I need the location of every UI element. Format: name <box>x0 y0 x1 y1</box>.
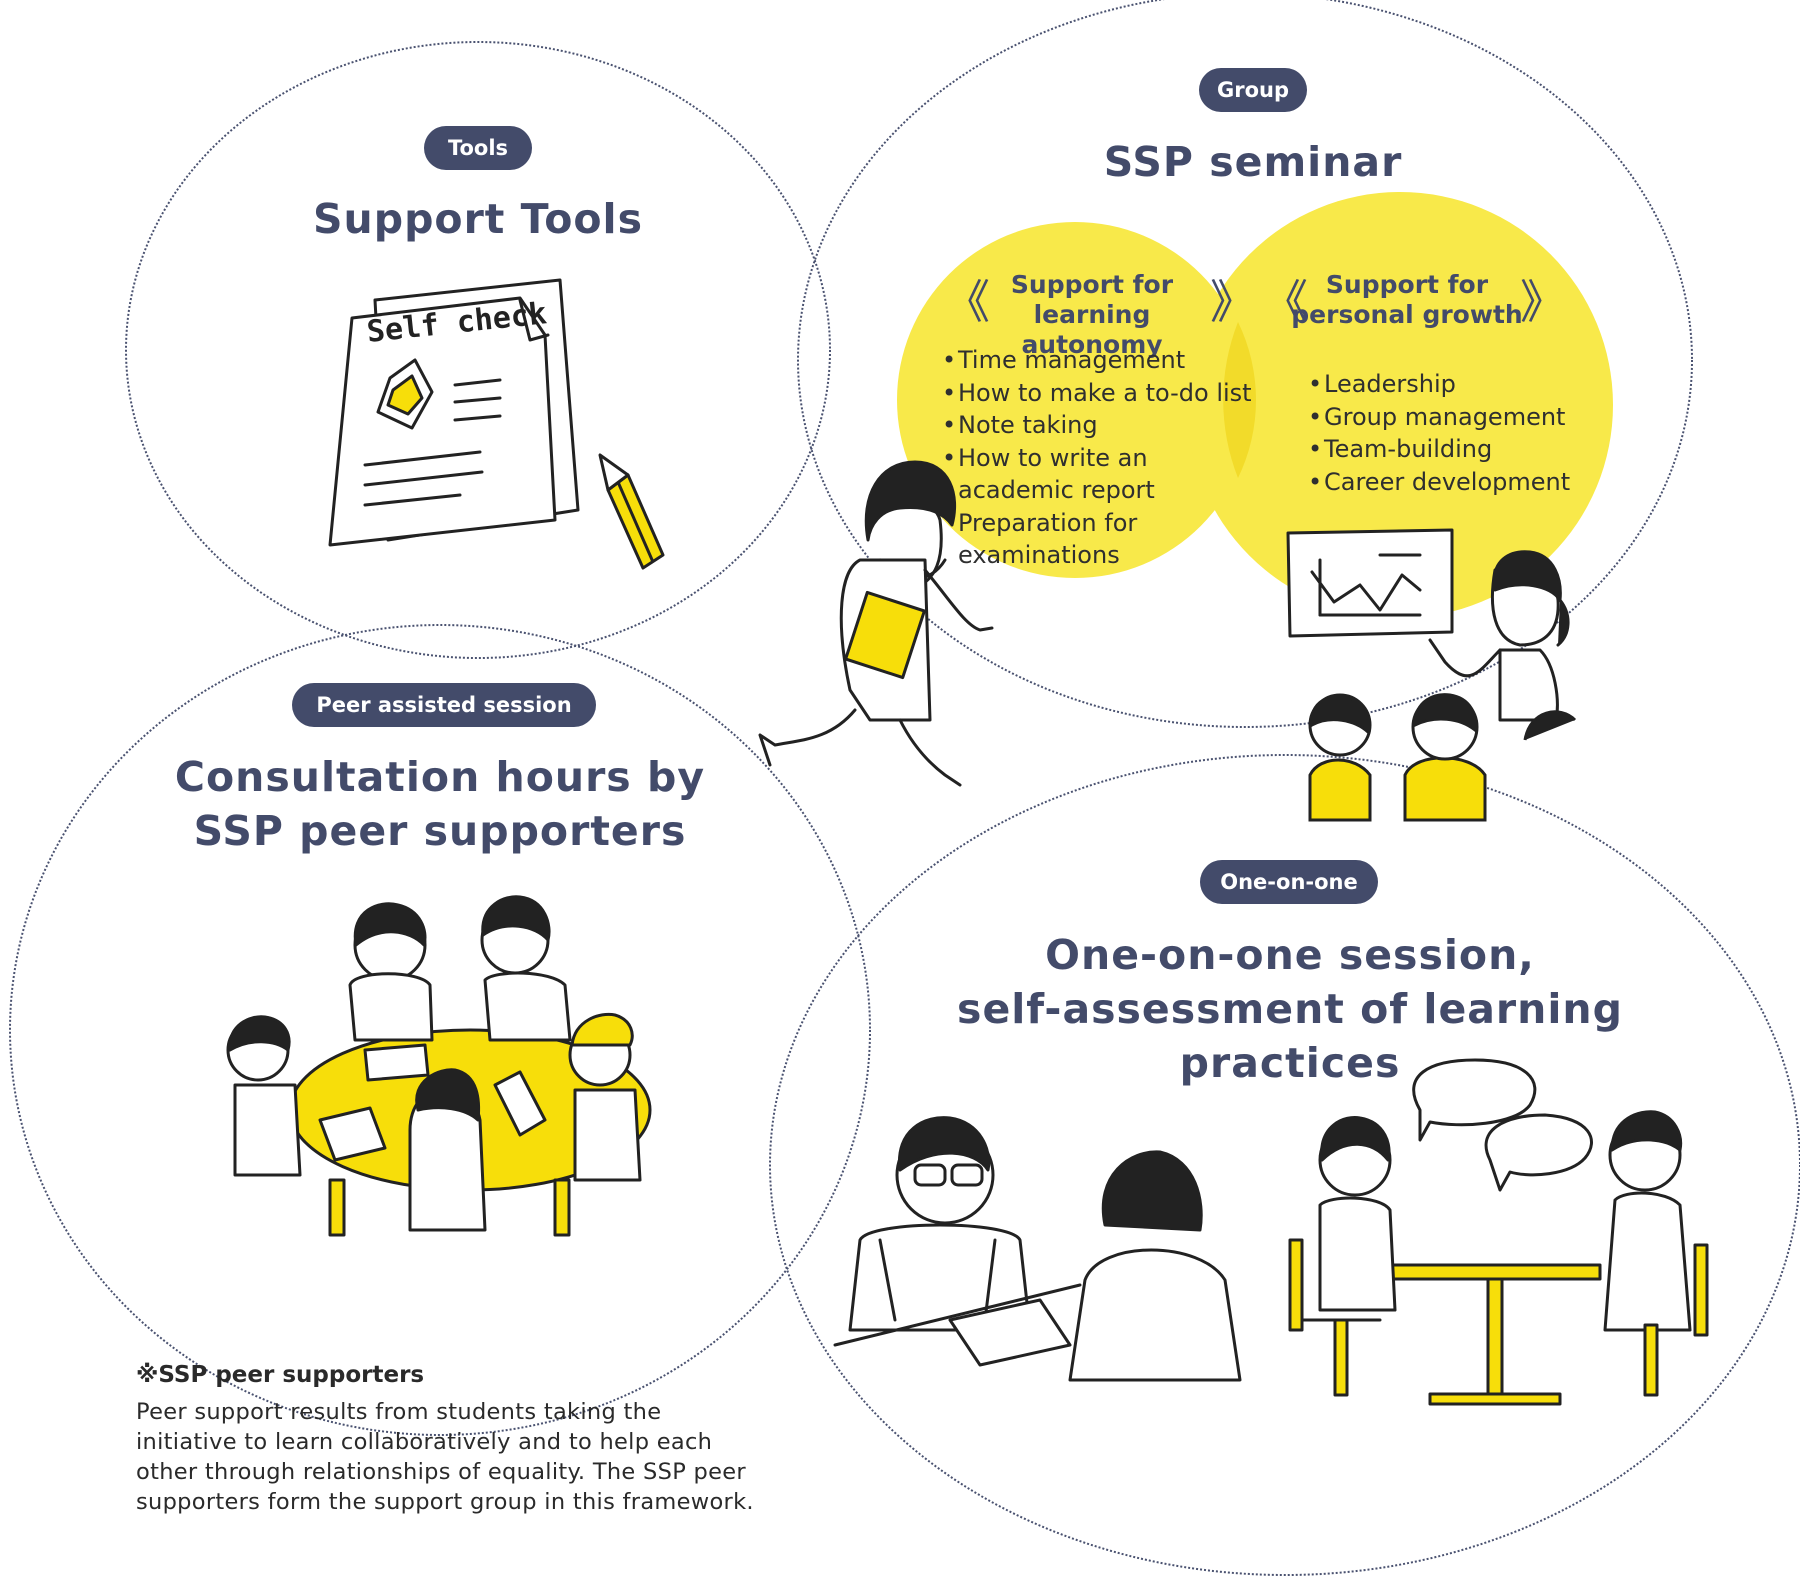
left-bracket-close: 》 <box>1210 275 1256 329</box>
peer-title-line1: Consultation hours by <box>174 753 706 801</box>
one-on-one-title-line2: self-assessment of learning <box>957 985 1623 1033</box>
peer-title-line2: SSP peer supporters <box>193 807 687 855</box>
peer-session-illustration <box>226 895 652 1237</box>
learning-autonomy-heading-line1: Support for <box>1010 270 1174 299</box>
learning-autonomy-heading: Support for learning autonomy <box>972 270 1212 360</box>
list-item: •Note taking <box>942 411 1098 439</box>
running-student <box>758 460 994 787</box>
consultation-illustration <box>833 1116 1242 1382</box>
list-item: •Time management <box>942 346 1186 374</box>
table-conversation-illustration <box>1288 1058 1709 1406</box>
seminar-circle <box>797 0 1693 728</box>
group-tag: Group <box>1199 68 1307 112</box>
list-item: •Leadership <box>1308 370 1456 398</box>
venn-overlap <box>1223 322 1256 478</box>
one-on-one-circle <box>769 754 1800 1576</box>
left-bracket-open: 《 <box>944 275 990 329</box>
list-item: •How to write an academic report <box>942 443 1155 505</box>
peer-tag: Peer assisted session <box>292 683 596 727</box>
seminar-title: SSP seminar <box>1103 138 1403 186</box>
tools-circle <box>125 41 831 659</box>
presenter-illustration <box>1286 528 1570 722</box>
personal-growth-heading-line2: personal growth <box>1291 300 1523 329</box>
tools-tag: Tools <box>424 126 532 170</box>
note-body: Peer support results from students takin… <box>136 1399 754 1515</box>
peer-title: Consultation hours by SSP peer supporter… <box>120 750 760 858</box>
list-item: •How to make a to-do list <box>942 378 1252 407</box>
peer-circle <box>9 624 871 1436</box>
learning-autonomy-list: •Time management •How to make a to-do li… <box>940 344 1265 572</box>
right-bracket-close: 》 <box>1520 275 1566 329</box>
learning-autonomy-circle <box>897 222 1253 578</box>
list-item: Preparation for examinations <box>958 508 1138 570</box>
list-item: •Group management <box>1308 402 1566 431</box>
personal-growth-heading: Support for personal growth <box>1290 270 1524 330</box>
note-heading: ※SSP peer supporters <box>136 1362 425 1388</box>
one-on-one-title-line1: One-on-one session, <box>1045 931 1535 979</box>
one-on-one-title: One-on-one session, self-assessment of l… <box>900 928 1680 1090</box>
document-icon <box>328 278 580 547</box>
right-bracket-open: 《 <box>1262 275 1308 329</box>
tools-title: Support Tools <box>313 195 643 243</box>
learning-autonomy-heading-line2: learning autonomy <box>1021 300 1163 359</box>
one-on-one-title-line3: practices <box>1179 1039 1401 1087</box>
audience-illustration <box>1308 693 1577 822</box>
list-item: •Career development <box>1308 467 1571 496</box>
list-item: •Team-building <box>1308 435 1493 463</box>
personal-growth-circle <box>1187 192 1613 618</box>
pencil-icon <box>598 453 665 570</box>
personal-growth-list: •Leadership •Group management •Team-buil… <box>1306 368 1596 498</box>
one-on-one-tag: One-on-one <box>1200 860 1378 904</box>
personal-growth-heading-line1: Support for <box>1325 270 1489 299</box>
